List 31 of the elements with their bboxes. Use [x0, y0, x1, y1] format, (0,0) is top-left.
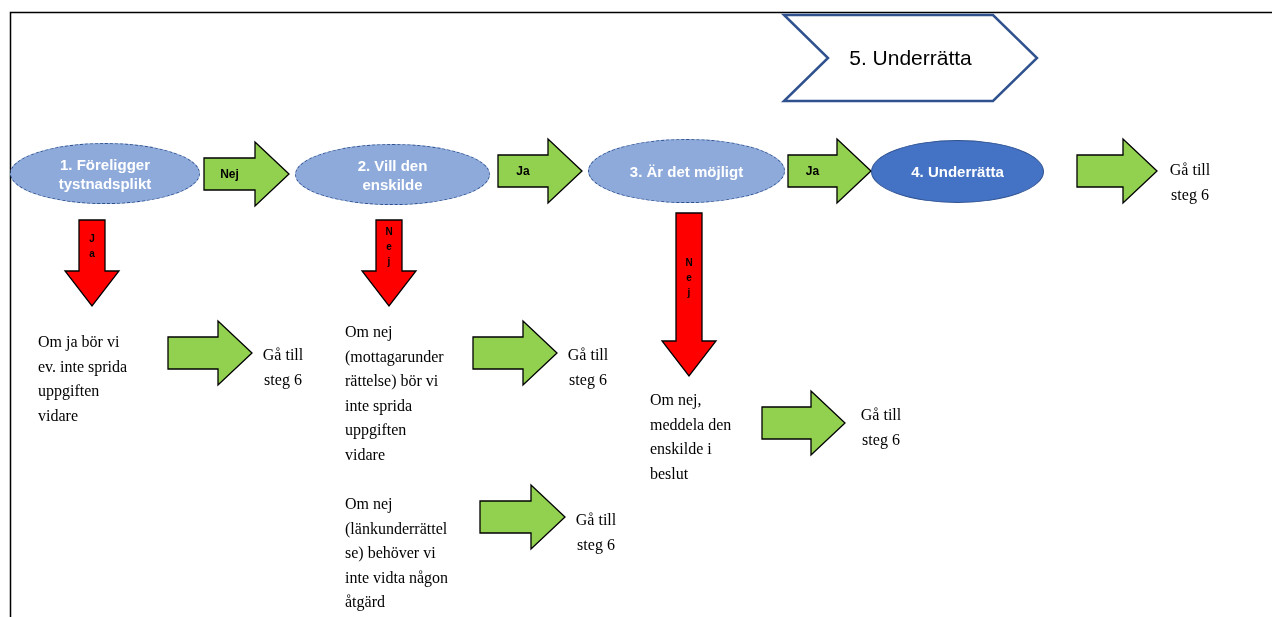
step-ellipse: 2. Vill den enskilde [295, 144, 490, 205]
edge-label: Nej [220, 167, 239, 181]
block-arrow [497, 137, 583, 205]
edge-label: Ja [89, 231, 95, 261]
block-arrow [472, 319, 558, 387]
edge-label: Ja [805, 164, 820, 178]
outcome-text: Om ja bör vi ev. inte sprida uppgiften vidare [38, 330, 138, 430]
chevron-step: 5. Underrätta [783, 14, 1038, 102]
outcome-text: Om nej (länkunderrättel se) behöver vi inte vidta någon åtgärd [345, 492, 463, 614]
goto-text: Gå till steg 6 [1160, 158, 1220, 206]
edge-label: Nej [685, 255, 693, 300]
block-arrow [203, 140, 290, 208]
step-ellipse: 4. Underrätta [871, 140, 1044, 203]
step-ellipse: 3. Är det möjligt [588, 139, 785, 203]
step-ellipse: 1. Föreligger tystnadsplikt [10, 143, 200, 204]
block-arrow [787, 137, 872, 205]
outcome-text: Om nej (mottagarunder rättelse) bör vi inte sprida uppgiften vidare [345, 320, 449, 468]
goto-text: Gå till steg 6 [254, 343, 312, 391]
outcome-text: Om nej, meddela den enskilde i beslut [650, 388, 752, 484]
edge-label: Ja [516, 164, 530, 178]
block-arrow [167, 319, 253, 387]
edge-label: Nej [385, 224, 393, 268]
goto-text: Gå till steg 6 [852, 403, 910, 451]
goto-text: Gå till steg 6 [567, 508, 625, 556]
block-arrow [1076, 137, 1158, 205]
block-arrow [63, 219, 121, 308]
block-arrow [761, 389, 846, 457]
block-arrow [360, 219, 418, 308]
block-arrow [660, 212, 718, 378]
block-arrow [479, 483, 566, 551]
goto-text: Gå till steg 6 [559, 343, 617, 391]
